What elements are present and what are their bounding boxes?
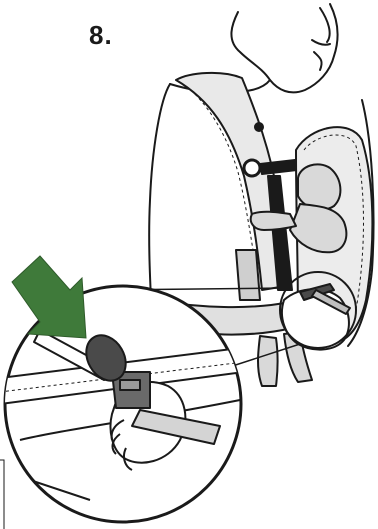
- zoom-detail-content: [5, 329, 241, 501]
- parent-head: [230, 3, 339, 94]
- arrow-down-right-icon: [11, 255, 87, 339]
- detail-strap-tail: [131, 409, 221, 445]
- baby-lower: [235, 249, 261, 301]
- baby-leg-left: [257, 335, 279, 387]
- strap-rivet: [254, 122, 264, 132]
- parent-arm: [347, 99, 375, 347]
- baby-body: [289, 203, 348, 254]
- frame-corner: [0, 459, 5, 529]
- parent-face: [311, 7, 331, 71]
- detail-knob: [85, 334, 127, 382]
- vertical-webbing: [267, 175, 293, 291]
- upper-hand: [280, 283, 351, 351]
- strap-ring: [242, 158, 262, 178]
- strap-stitch: [185, 85, 259, 285]
- zoom-source-circle: [279, 271, 357, 349]
- baby-arm: [249, 210, 297, 231]
- baby-head: [297, 163, 342, 211]
- parent-back: [148, 83, 171, 321]
- step-number: 8.: [89, 20, 113, 50]
- parent-figure: [148, 3, 375, 347]
- baby: [235, 163, 348, 387]
